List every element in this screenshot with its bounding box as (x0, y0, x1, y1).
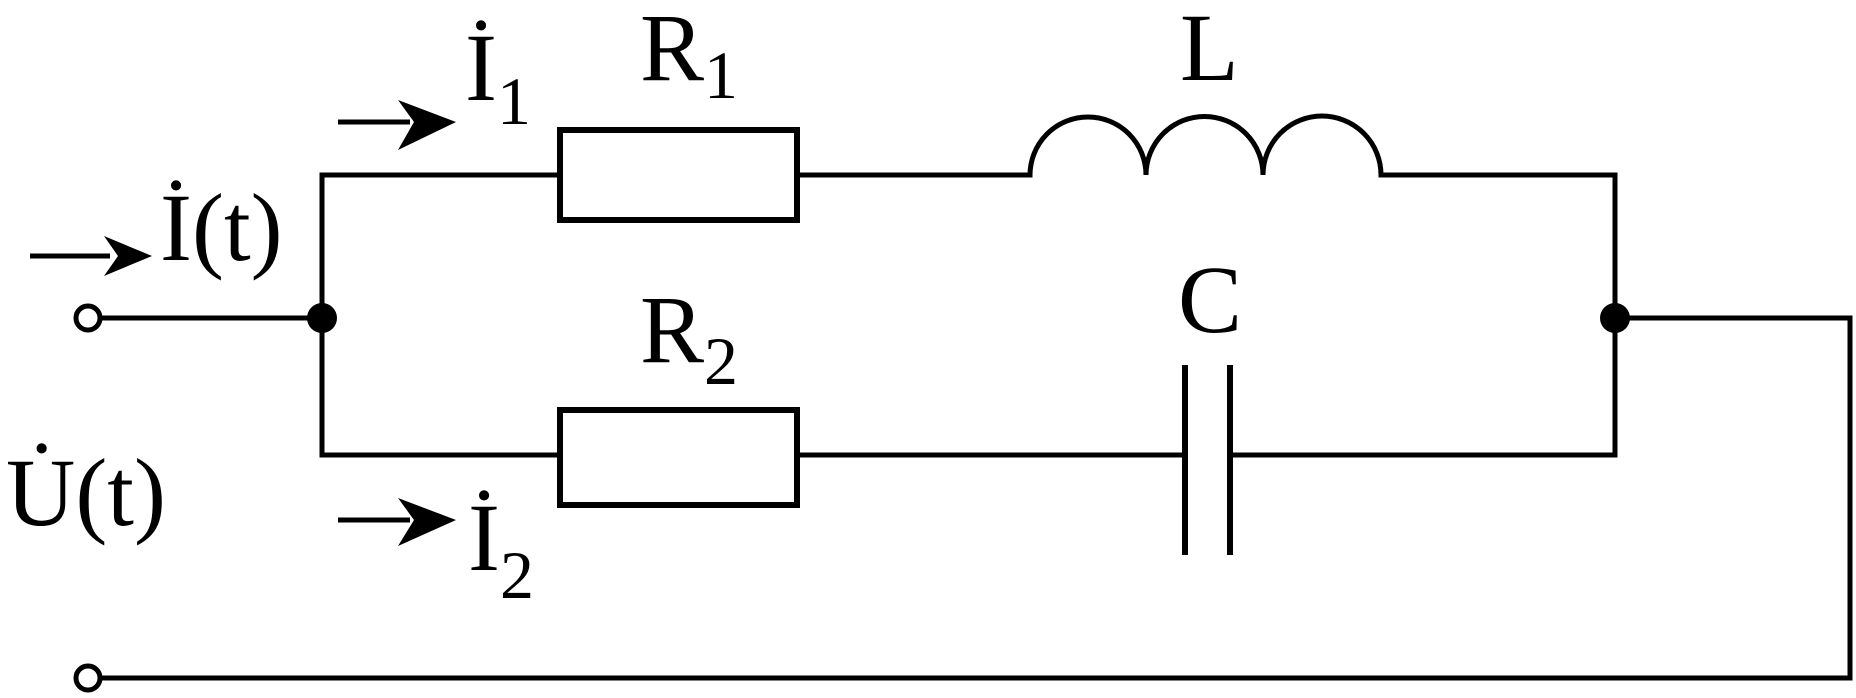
junction-node-left (307, 303, 337, 333)
label-i-total: İ(t) (160, 174, 283, 281)
label-u: U̇(t) (6, 439, 166, 546)
terminal-top (73, 303, 103, 333)
inductor-l (1027, 113, 1384, 178)
terminal-bottom (73, 663, 103, 693)
label-i1: İ1 (465, 14, 531, 139)
resistor-r1 (557, 127, 800, 223)
wire-return (87, 315, 1853, 681)
label-r2: R2 (640, 276, 738, 399)
arrow-i-total (30, 236, 152, 276)
label-i2: İ2 (468, 484, 534, 613)
arrow-i1 (338, 100, 456, 150)
arrow-i2 (338, 498, 456, 546)
label-l: L (1180, 0, 1239, 101)
label-r1: R1 (640, 0, 738, 113)
junction-node-right (1600, 303, 1630, 333)
label-c: C (1178, 246, 1242, 353)
resistor-r2 (557, 407, 800, 508)
